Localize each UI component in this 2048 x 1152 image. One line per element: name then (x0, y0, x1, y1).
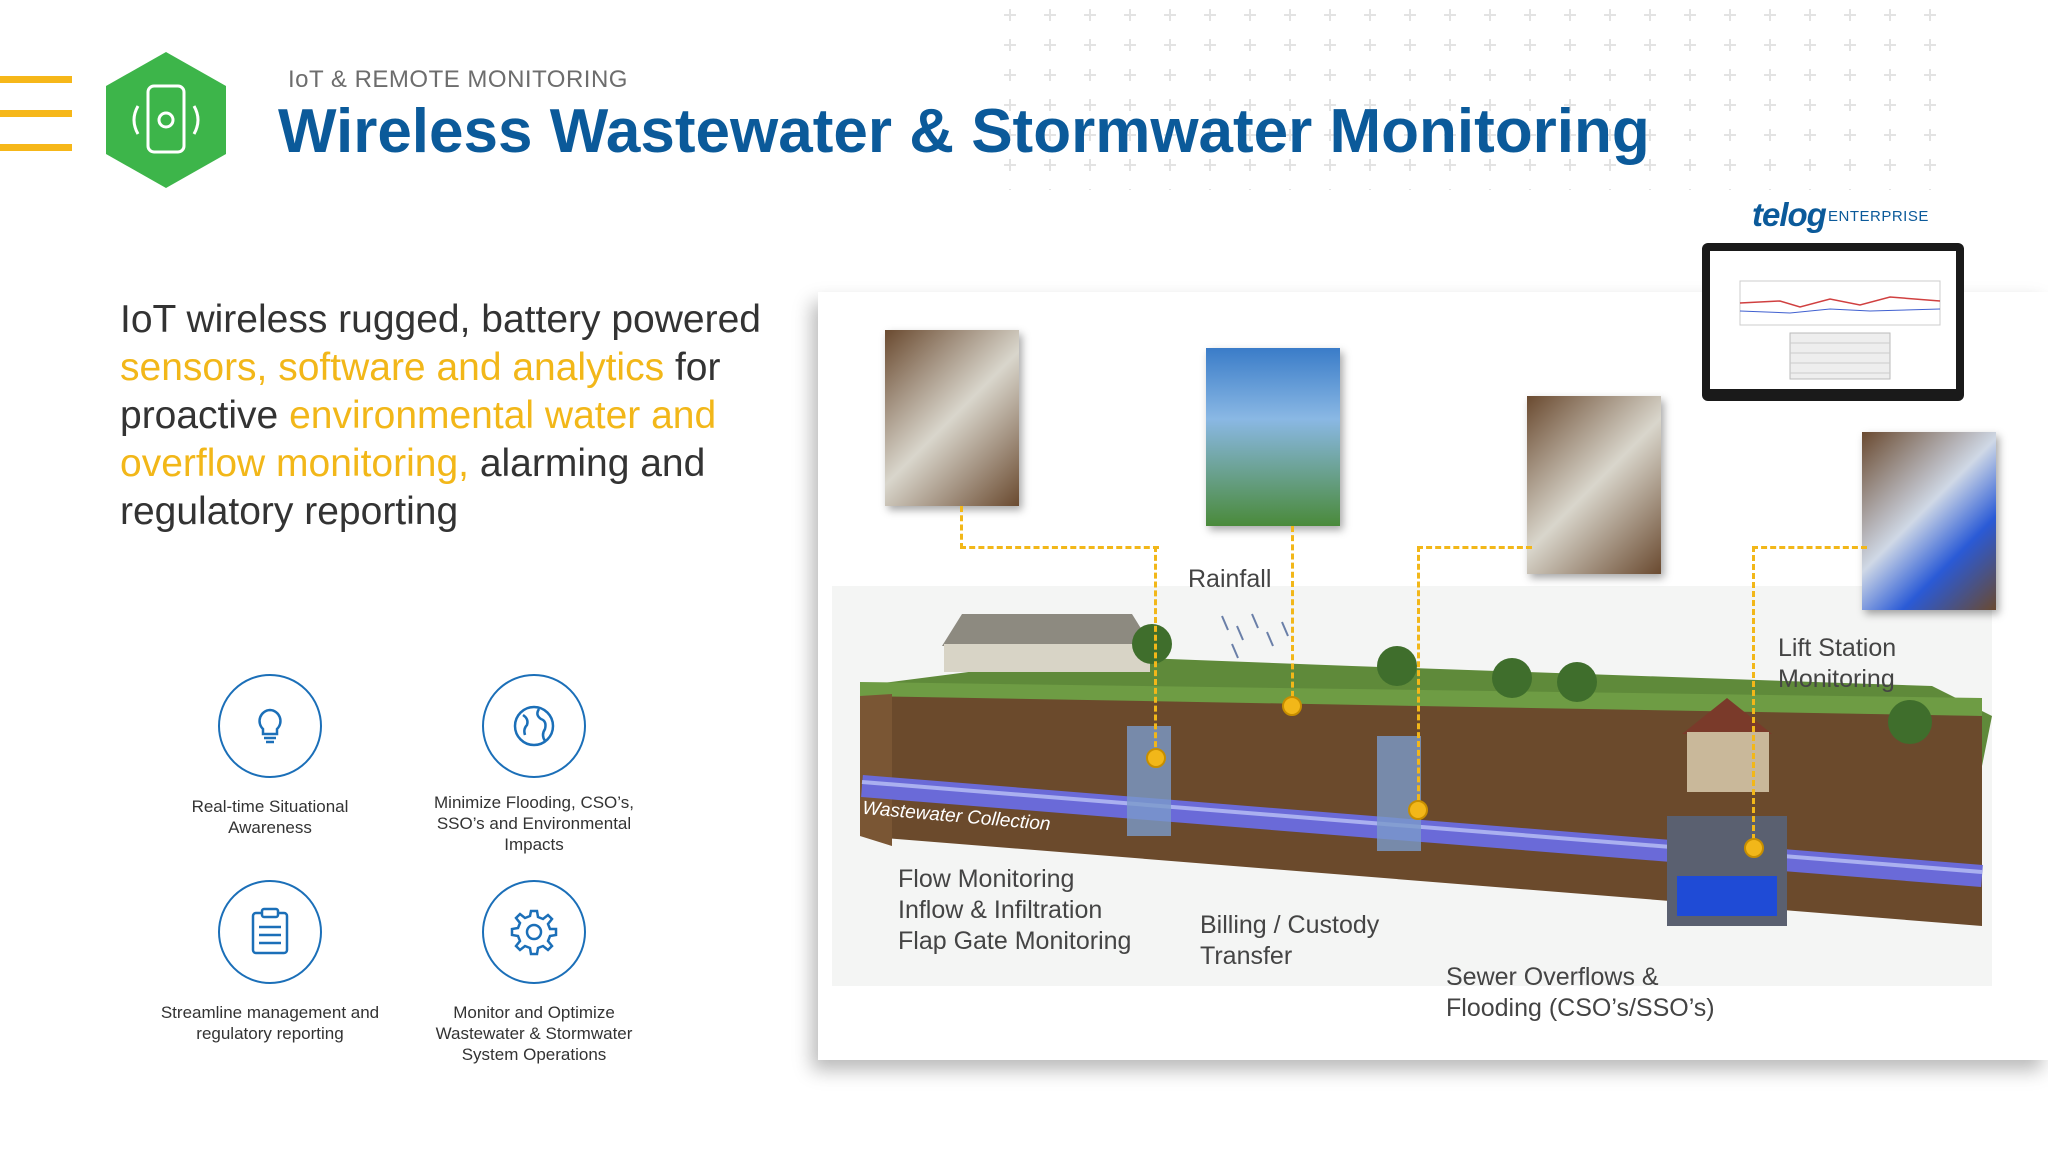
section-eyebrow: IoT & REMOTE MONITORING (288, 66, 628, 93)
sewer-label-line: Flooding (CSO’s/SSO’s) (1446, 994, 1715, 1022)
leader-line (1154, 546, 1157, 756)
telog-logo-suffix: ENTERPRISE (1828, 208, 1929, 225)
intro-highlight: sensors, software and analytics (120, 346, 665, 389)
flow-monitoring-label: Flow Monitoring Inflow & Infiltration Fl… (898, 864, 1131, 957)
manhole-sensor-photo (885, 330, 1019, 506)
gear-icon (482, 880, 586, 984)
flow-label-line: Flow Monitoring (898, 865, 1075, 893)
feature-situational-awareness: Real-time Situational Awareness (150, 674, 390, 838)
feature-streamline-reporting: Streamline management and regulatory rep… (150, 880, 390, 1044)
telog-logo: telog (1752, 196, 1827, 233)
globe-icon (482, 674, 586, 778)
sewer-label-line: Sewer Overflows & (1446, 963, 1659, 991)
billing-label-line: Billing / Custody (1200, 911, 1380, 939)
intro-paragraph: IoT wireless rugged, battery powered sen… (120, 296, 780, 536)
sensor-marker (1408, 800, 1428, 820)
lift-station-label-line: Monitoring (1778, 665, 1895, 693)
flow-label-line: Inflow & Infiltration (898, 896, 1103, 924)
feature-label: Streamline management and regulatory rep… (160, 1003, 380, 1043)
sensor-marker (1744, 838, 1764, 858)
feature-minimize-flooding: Minimize Flooding, CSO’s, SSO’s and Envi… (414, 674, 654, 855)
lift-station-label: Lift Station Monitoring (1778, 633, 1896, 695)
lift-station-label-line: Lift Station (1778, 634, 1897, 662)
feature-label: Minimize Flooding, CSO’s, SSO’s and Envi… (434, 793, 634, 854)
wireless-sensor-icon (106, 52, 226, 188)
feature-label: Monitor and Optimize Wastewater & Stormw… (435, 1003, 633, 1064)
clipboard-icon (218, 880, 322, 984)
intro-text: for proactive (120, 346, 721, 437)
page-title: Wireless Wastewater & Stormwater Monitor… (278, 97, 1650, 166)
rainfall-label: Rainfall (1188, 565, 1272, 593)
manhole-sensor-photo (1527, 396, 1661, 574)
leader-line (1291, 526, 1294, 706)
intro-highlight: environmental water and overflow monitor… (120, 394, 717, 485)
rain-gauge-photo (1206, 348, 1340, 526)
sensor-marker (1146, 748, 1166, 768)
leader-line (1752, 546, 1867, 849)
feature-monitor-optimize: Monitor and Optimize Wastewater & Stormw… (414, 880, 654, 1065)
sewer-overflow-label: Sewer Overflows & Flooding (CSO’s/SSO’s) (1446, 962, 1715, 1024)
billing-label-line: Transfer (1200, 942, 1293, 970)
lift-station-photo (1862, 432, 1996, 610)
leader-line (1417, 546, 1532, 809)
sensor-marker (1282, 696, 1302, 716)
intro-text: alarming and regulatory reporting (120, 442, 706, 533)
flow-label-line: Flap Gate Monitoring (898, 927, 1132, 955)
decorative-grid-pattern (990, 0, 1950, 190)
leader-line (960, 506, 1159, 549)
intro-text: IoT wireless rugged, battery powered (120, 298, 761, 341)
feature-label: Real-time Situational Awareness (191, 797, 349, 837)
billing-label: Billing / Custody Transfer (1200, 910, 1379, 972)
lightbulb-icon (218, 674, 322, 778)
dashboard-monitor (1702, 243, 1964, 401)
